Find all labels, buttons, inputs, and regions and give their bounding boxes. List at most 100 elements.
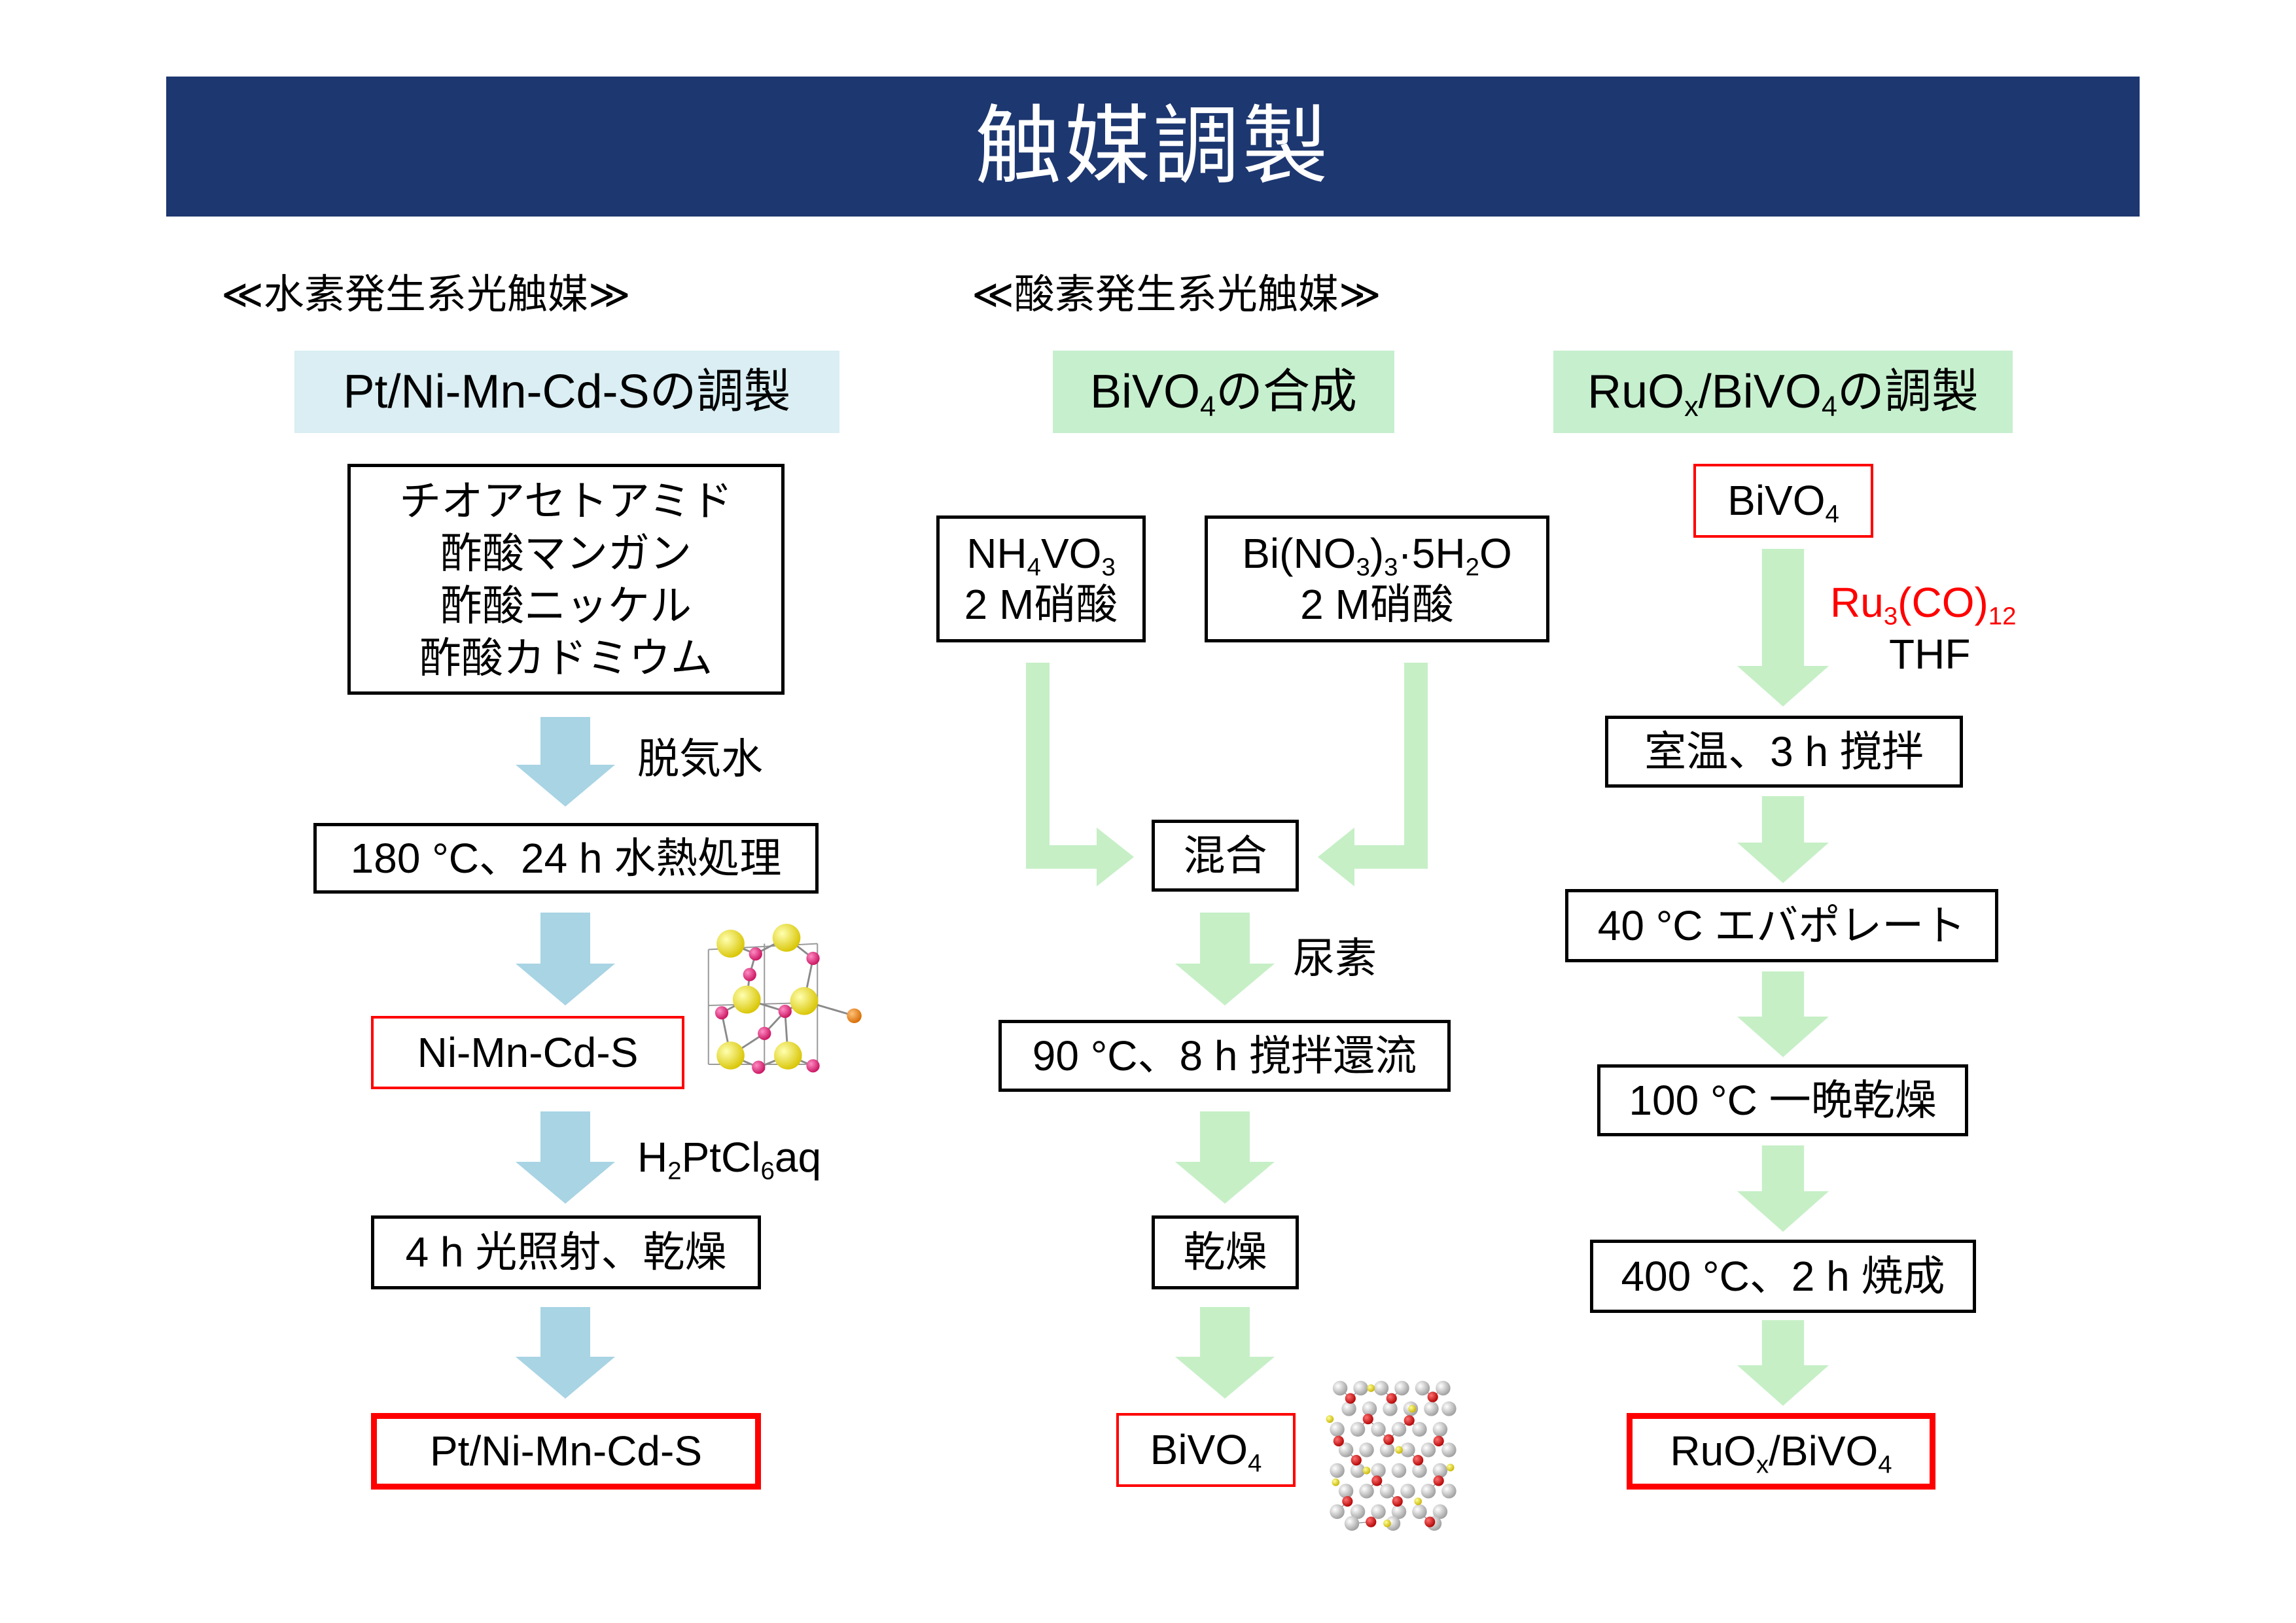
atom: [1338, 1484, 1354, 1499]
sulfur-atom: [772, 924, 801, 952]
sulfur-atom: [716, 930, 745, 958]
arrow-label-thf: THF: [1889, 631, 1971, 678]
atom: [1421, 1484, 1436, 1499]
start-bivo4: BiVO4: [1693, 464, 1873, 538]
formula-part: O: [1479, 529, 1512, 577]
step-label: 室温、3 h 撹拌: [1644, 727, 1924, 775]
atom: [1414, 1497, 1422, 1505]
atom: [1379, 1442, 1395, 1457]
atom: [1338, 1442, 1354, 1457]
metal-atom: [778, 1004, 792, 1019]
atom: [1366, 1516, 1377, 1527]
atom: [1332, 1478, 1340, 1486]
bent-arrow-right: [1026, 663, 1134, 886]
metal-atom: [806, 951, 820, 966]
atom: [1362, 1401, 1377, 1416]
atom: [1330, 1504, 1345, 1520]
formula-subscript: 12: [1988, 602, 2017, 631]
atom: [1351, 1455, 1362, 1466]
section-label-oxygen: ≪酸素発生系光触媒≫: [972, 272, 1381, 317]
bent-arrow-left: [1318, 663, 1428, 886]
reagent-cadmium-acetate: 酢酸カドミウム: [419, 634, 713, 682]
sulfur-atom: [732, 985, 761, 1014]
atom: [1386, 1393, 1397, 1404]
metal-atom: [806, 1059, 820, 1073]
atom: [1362, 1414, 1373, 1425]
atom: [1412, 1504, 1427, 1520]
atom: [1441, 1484, 1457, 1499]
formula-part: NH: [966, 529, 1027, 577]
step-calcination: 400 °C、2 h 焼成: [1590, 1240, 1976, 1313]
formula-part: /BiVO: [1769, 1427, 1879, 1475]
down-arrow: [1737, 1320, 1829, 1406]
atom: [1362, 1467, 1371, 1475]
formula-subscript: 4: [1248, 1449, 1262, 1478]
reagents-box: チオアセトアミド 酢酸マンガン 酢酸ニッケル 酢酸カドミウム: [347, 464, 785, 695]
down-arrow: [1737, 1145, 1829, 1232]
atom: [1385, 1516, 1401, 1531]
header-label: RuOx/BiVO4の調製: [1587, 366, 1979, 421]
formula-subscript: x: [1756, 1450, 1769, 1479]
formula-part: BiVO: [1150, 1426, 1248, 1474]
atom: [1441, 1442, 1457, 1457]
step-photoirradiation: 4 h 光照射、乾燥: [371, 1215, 761, 1289]
step-stir-room-temperature: 室温、3 h 撹拌: [1605, 716, 1963, 788]
metal-atom: [743, 968, 756, 981]
page-title: 触媒調製: [975, 98, 1331, 194]
atom: [1394, 1380, 1409, 1396]
atom: [1432, 1422, 1448, 1437]
formula-part: /BiVO: [1698, 366, 1822, 418]
formula-part: Bi(NO: [1242, 529, 1356, 577]
down-arrow: [1175, 1307, 1275, 1399]
step-evaporate: 40 °C エバポレート: [1565, 889, 1998, 962]
formula-part: RuO: [1670, 1427, 1756, 1475]
atom: [1404, 1415, 1415, 1426]
formula-subscript: 4: [1821, 391, 1837, 423]
product-label: BiVO4: [1150, 1424, 1262, 1478]
header-label: BiVO4の合成: [1090, 368, 1357, 421]
atom: [1371, 1422, 1386, 1437]
molecular-cluster-icon: [1326, 1380, 1457, 1531]
intermediate-label: Ni-Mn-Cd-S: [417, 1028, 639, 1076]
reagent-box-nh4vo3: NH4VO3 2 M硝酸: [936, 515, 1146, 642]
step-label: 混合: [1183, 831, 1267, 879]
bismuth-atom-group: [1333, 1391, 1444, 1527]
reagent-box-bismuth-nitrate: Bi(NO3)3·5H2O 2 M硝酸: [1205, 515, 1549, 642]
oxygen-atom-group: [1330, 1380, 1457, 1531]
sulfur-atom: [716, 1041, 745, 1070]
product-bivo4: BiVO4: [1116, 1413, 1296, 1487]
atom: [1371, 1463, 1386, 1478]
atom: [1391, 1422, 1407, 1437]
formula-part: H: [637, 1134, 668, 1181]
step-label: 400 °C、2 h 焼成: [1621, 1252, 1945, 1300]
down-arrow: [516, 1111, 615, 1204]
step-drying: 乾燥: [1152, 1215, 1299, 1289]
atom: [1326, 1415, 1334, 1423]
arrow-label-urea: 尿素: [1293, 935, 1377, 982]
formula-part: ·5H: [1398, 529, 1466, 577]
product-pt-ni-mn-cd-s: Pt/Ni-Mn-Cd-S: [371, 1413, 761, 1490]
reagent-solvent: 2 M硝酸: [964, 581, 1118, 628]
vanadium-atom-group: [1326, 1384, 1455, 1527]
header-label: Pt/Ni-Mn-Cd-Sの調製: [343, 366, 791, 418]
metal-atom: [715, 1006, 729, 1020]
formula-subscript: 3: [1356, 553, 1370, 582]
formula-part: RuO: [1587, 366, 1685, 418]
atom: [1391, 1504, 1407, 1520]
atom: [1353, 1380, 1368, 1396]
formula-part: (CO): [1898, 579, 1988, 626]
step-label: 乾燥: [1183, 1229, 1267, 1276]
start-label: BiVO4: [1727, 475, 1839, 527]
atom: [1379, 1484, 1395, 1499]
formula-subscript: 4: [1878, 1450, 1892, 1479]
atom: [1400, 1442, 1415, 1457]
formula-part: ): [1369, 529, 1385, 577]
header-ruox-bivo4-preparation: RuOx/BiVO4の調製: [1553, 351, 2013, 433]
down-arrow: [1175, 913, 1275, 1005]
atom: [1350, 1463, 1366, 1478]
atom: [1345, 1393, 1356, 1404]
atom: [1359, 1442, 1374, 1457]
arrow-label-degassed-water: 脱気水: [637, 735, 763, 782]
step-overnight-drying: 100 °C 一晩乾燥: [1597, 1064, 1968, 1136]
reagent-formula: Bi(NO3)3·5H2O: [1242, 528, 1512, 582]
